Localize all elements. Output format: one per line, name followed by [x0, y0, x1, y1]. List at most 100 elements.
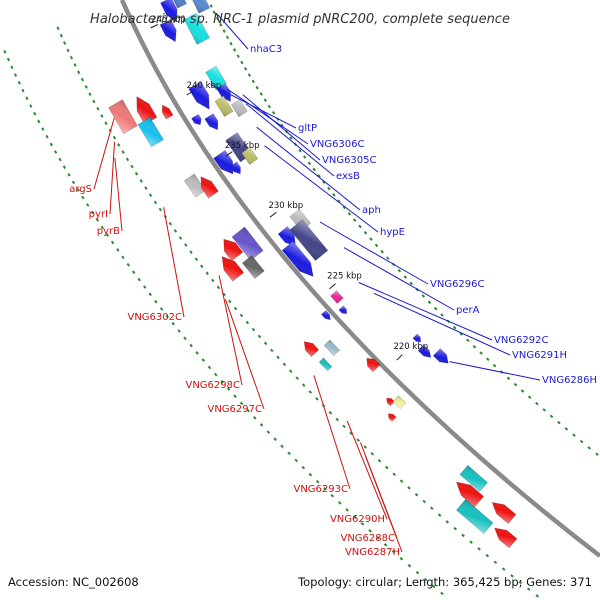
guide-mark — [308, 390, 313, 394]
guide-mark — [104, 121, 108, 126]
guide-mark — [59, 33, 63, 38]
guide-mark — [153, 200, 158, 205]
guide-mark — [189, 250, 193, 254]
guide-mark — [330, 494, 335, 498]
guide-mark — [461, 533, 465, 538]
guide-mark — [282, 362, 287, 367]
guide-mark — [263, 341, 268, 346]
guide-mark — [383, 543, 388, 547]
guide-mark — [386, 256, 390, 260]
ring-guides — [3, 4, 599, 598]
guide-mark — [255, 85, 259, 90]
guide-mark — [267, 104, 272, 109]
gene-feature — [221, 256, 245, 282]
label-leader — [218, 275, 243, 386]
guide-mark — [95, 218, 100, 222]
guide-mark — [90, 210, 95, 215]
guide-mark — [257, 334, 262, 339]
guide-mark — [527, 395, 532, 400]
guide-mark — [579, 439, 584, 444]
gene-feature — [303, 341, 320, 358]
scale-tick — [186, 90, 194, 96]
guide-mark — [117, 143, 121, 147]
guide-mark — [222, 29, 226, 33]
guide-mark — [276, 355, 280, 360]
guide-mark — [158, 207, 162, 212]
accession-text: Accession: NC_002608 — [8, 575, 139, 589]
guide-mark — [45, 134, 49, 139]
guide-mark — [572, 433, 576, 437]
guide-mark — [391, 550, 396, 554]
guide-mark — [209, 4, 213, 8]
guide-mark — [126, 262, 130, 267]
guide-mark — [33, 111, 37, 116]
guide-mark — [215, 16, 220, 21]
guide-mark — [453, 526, 457, 531]
gene-feature — [417, 344, 432, 358]
guide-mark — [368, 529, 372, 533]
guide-mark — [369, 237, 373, 241]
guide-mark — [41, 127, 45, 131]
guide-mark — [6, 57, 10, 62]
guide-mark — [422, 499, 426, 504]
guide-mark — [407, 563, 412, 568]
guide-mark — [110, 240, 115, 245]
guide-mark — [100, 225, 105, 230]
tick-label: 230 kbp — [268, 201, 303, 211]
guide-mark — [232, 48, 237, 52]
guide-mark — [21, 88, 25, 93]
gene-feature — [338, 305, 347, 315]
guide-mark — [67, 172, 71, 177]
guide-mark — [363, 231, 368, 235]
gene-feature — [320, 309, 331, 321]
guide-mark — [445, 520, 450, 524]
guide-mark — [214, 372, 218, 377]
guide-mark — [49, 142, 53, 147]
guide-mark — [71, 180, 76, 185]
guide-mark — [3, 50, 7, 54]
gene-label: pyrB — [97, 226, 120, 237]
gene-label: VNG6287H — [345, 547, 400, 558]
guide-mark — [53, 150, 58, 154]
guide-mark — [233, 394, 237, 398]
gene-feature — [188, 81, 210, 110]
gene-labels: nhaC3gltPVNG6306CVNG6305CexsBaphhypEVNG6… — [69, 14, 597, 558]
guide-mark — [183, 336, 187, 341]
gene-feature — [161, 104, 174, 120]
gene-label: VNG6296C — [430, 279, 485, 290]
gene-feature — [213, 149, 234, 175]
guide-mark — [73, 63, 77, 67]
label-leader — [264, 145, 379, 233]
gene-features — [108, 0, 518, 549]
guide-mark — [25, 96, 29, 101]
guide-mark — [287, 451, 291, 456]
guide-mark — [121, 255, 125, 260]
gene-feature — [494, 527, 518, 549]
guide-mark — [587, 446, 591, 450]
gene-feature — [108, 99, 138, 135]
guide-mark — [479, 351, 483, 355]
guide-mark — [415, 570, 420, 575]
guide-mark — [207, 365, 212, 370]
guide-mark — [437, 513, 442, 517]
guide-mark — [88, 92, 92, 96]
guide-mark — [526, 587, 531, 591]
guide-mark — [243, 66, 248, 71]
guide-mark — [328, 410, 333, 415]
gene-feature — [456, 498, 494, 534]
scale-tick — [329, 283, 336, 290]
guide-mark — [125, 157, 130, 162]
guide-mark — [358, 224, 362, 229]
guide-mark — [253, 416, 257, 420]
guide-mark — [520, 389, 525, 393]
guide-mark — [501, 567, 506, 571]
guide-mark — [518, 580, 523, 585]
guide-mark — [66, 48, 70, 53]
guide-mark — [86, 203, 90, 207]
guide-mark — [332, 193, 336, 197]
guide-mark — [148, 292, 152, 297]
guide-mark — [184, 243, 188, 247]
guide-mark — [228, 299, 232, 304]
